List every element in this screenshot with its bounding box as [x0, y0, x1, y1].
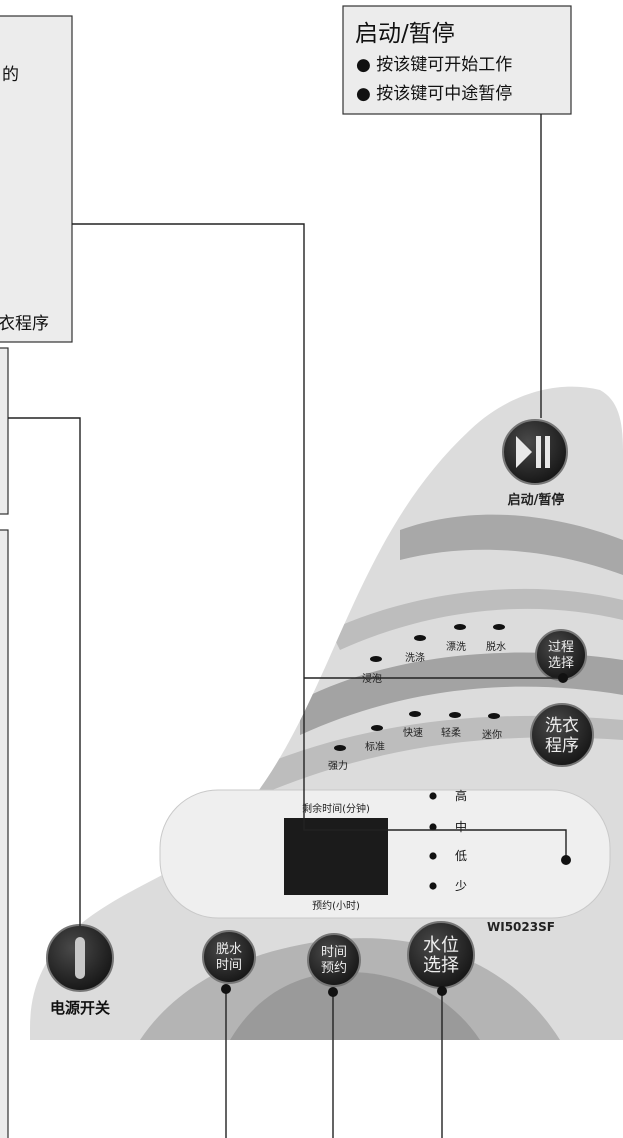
water-level-label-high: 高 [455, 788, 467, 803]
start-pause-button[interactable] [502, 419, 568, 485]
program-label: 迷你 [482, 728, 502, 741]
start-pause-button-body[interactable] [502, 419, 568, 485]
leader-dot [437, 986, 447, 996]
process-led [454, 624, 466, 630]
water-level-led [429, 823, 437, 831]
water-level-label-1: 水位 [423, 935, 459, 956]
water-level-label-2: 选择 [423, 955, 459, 976]
wash-program-button[interactable]: 洗衣 程序 [530, 703, 594, 767]
callout-top-left-box [0, 15, 73, 343]
power-label: 电源开关 [50, 999, 110, 1017]
timer-label-2: 预约 [321, 961, 347, 976]
process-led [414, 635, 426, 641]
timer-label-1: 时间 [321, 945, 347, 960]
display-top-label: 剩余时间(分钟) [302, 802, 370, 815]
spin-time-button-body[interactable] [202, 930, 256, 984]
leader-line-wash-program [72, 223, 567, 860]
callout-bottom-left-box [0, 529, 9, 1138]
callout-top-left-text1: 的 [2, 65, 19, 85]
panel-band-middle [300, 652, 623, 735]
water-level-led [429, 852, 437, 860]
leader-dot [561, 855, 571, 865]
water-level-label-least: 少 [455, 879, 467, 893]
program-label: 标准 [365, 741, 385, 753]
leader-dot [558, 673, 568, 683]
pause-icon [536, 436, 541, 468]
leader-dots [221, 673, 571, 997]
model-number: WI5023SF [487, 920, 555, 934]
water-level-button[interactable]: 水位 选择 [407, 921, 475, 989]
leader-lines [8, 114, 567, 1138]
callout-start-pause-box [342, 5, 572, 115]
spin-time-label-1: 脱水 [216, 942, 242, 957]
callout-mid-left-box [0, 347, 9, 515]
callout-top-left: 的 衣程序 [0, 15, 73, 343]
pause-icon-bar [545, 436, 550, 468]
leader-dot [221, 984, 231, 994]
panel-band-bottom-inner [230, 971, 480, 1040]
control-panel: 剩余时间(分钟) 预约(小时) 高 中 低 少 WI5023SF 浸泡 洗涤 漂… [30, 386, 623, 1040]
spin-time-label-2: 时间 [216, 958, 242, 973]
program-indicators: 强力 标准 快速 轻柔 迷你 [328, 711, 502, 772]
callout-start-pause-title: 启动/暂停 [355, 21, 455, 47]
program-led [488, 713, 500, 719]
process-stage-label: 漂洗 [446, 641, 466, 653]
water-level-label-mid: 中 [455, 819, 467, 834]
wash-program-button-body[interactable] [530, 703, 594, 767]
process-led [370, 656, 382, 662]
power-button[interactable] [46, 924, 114, 992]
start-pause-label: 启动/暂停 [508, 492, 565, 508]
process-select-label-2: 选择 [548, 656, 574, 671]
leader-dot [328, 987, 338, 997]
program-label: 快速 [403, 727, 423, 739]
program-led [371, 725, 383, 731]
leader-line-power [8, 417, 81, 926]
water-level-label-low: 低 [455, 849, 467, 863]
water-level-led [429, 792, 437, 800]
process-led [493, 624, 505, 630]
panel-band-top [400, 514, 623, 575]
wash-program-label-1: 洗衣 [545, 716, 579, 736]
timer-button[interactable]: 时间 预约 [307, 933, 361, 987]
program-led [409, 711, 421, 717]
callout-start-pause: 启动/暂停 ● 按该键可开始工作 ● 按该键可中途暂停 [342, 5, 572, 115]
power-icon [75, 937, 85, 979]
callout-start-pause-line2: ● 按该键可中途暂停 [356, 84, 512, 104]
process-select-button-body[interactable] [535, 629, 587, 681]
play-icon [516, 436, 532, 468]
program-led [449, 712, 461, 718]
lcd-display [284, 818, 388, 895]
process-select-label-1: 过程 [548, 640, 574, 655]
program-led [334, 745, 346, 751]
panel-band-lower [250, 715, 623, 795]
process-select-button[interactable]: 过程 选择 [535, 629, 587, 681]
callout-top-left-text2: 衣程序 [0, 314, 49, 334]
program-label: 强力 [328, 759, 348, 772]
water-level-indicators: 高 中 低 少 [429, 788, 467, 893]
display-bottom-label: 预约(小时) [312, 899, 360, 912]
water-level-led [429, 882, 437, 890]
program-label: 轻柔 [441, 726, 461, 739]
process-stage-label: 脱水 [486, 640, 506, 653]
process-stage-label: 洗涤 [405, 651, 425, 664]
wash-program-label-2: 程序 [545, 736, 579, 756]
callout-start-pause-line1: ● 按该键可开始工作 [356, 55, 512, 75]
spin-time-button[interactable]: 脱水 时间 [202, 930, 256, 984]
timer-button-body[interactable] [307, 933, 361, 987]
panel-band-upper [330, 588, 623, 650]
